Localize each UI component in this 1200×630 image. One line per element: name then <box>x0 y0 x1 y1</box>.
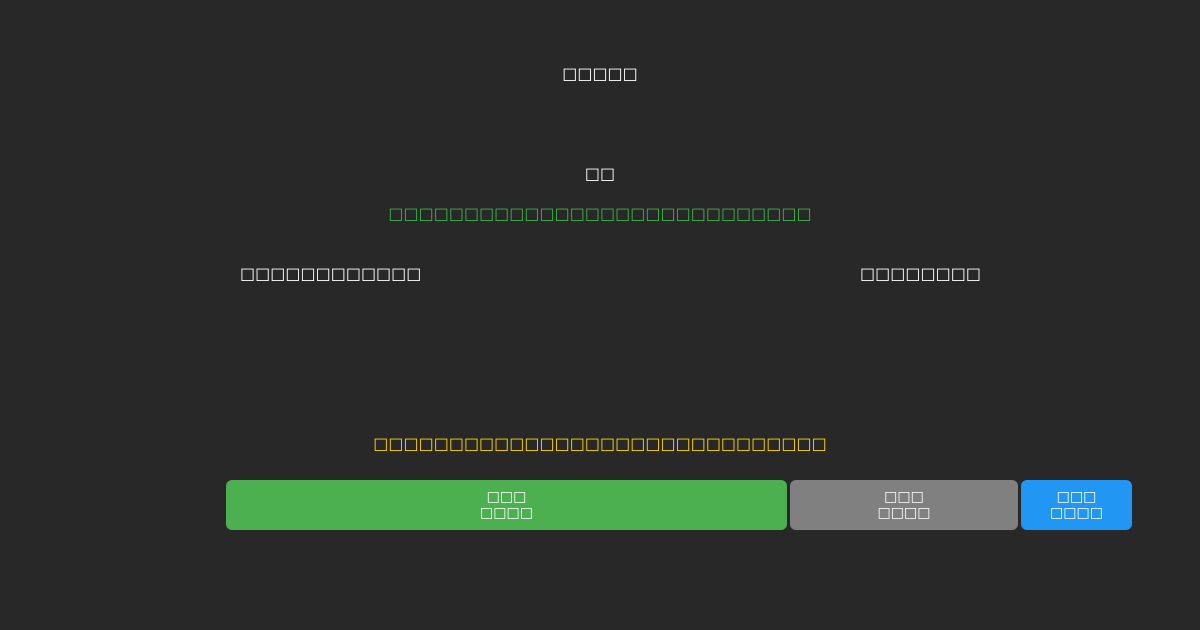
action-button-row: □□□ □□□□ □□□ □□□□ □□□ □□□□ <box>0 480 1200 530</box>
status-message-green: □□□□□□□□□□□□□□□□□□□□□□□□□□□□ <box>388 204 812 223</box>
primary-button-label-line1: □□□ <box>486 489 527 505</box>
tertiary-button-label-line2: □□□□ <box>1050 505 1103 521</box>
primary-action-button[interactable]: □□□ □□□□ <box>226 480 787 530</box>
secondary-button-label-line2: □□□□ <box>877 505 931 521</box>
page-title: □□□□□ <box>562 64 638 83</box>
secondary-button-label-line1: □□□ <box>884 489 924 505</box>
right-section-label: □□□□□□□□ <box>860 264 981 283</box>
page-subtitle: □□ <box>584 164 616 183</box>
primary-button-label-line2: □□□□ <box>480 505 533 521</box>
secondary-action-button[interactable]: □□□ □□□□ <box>790 480 1018 530</box>
warning-message-yellow: □□□□□□□□□□□□□□□□□□□□□□□□□□□□□□ <box>373 434 827 453</box>
tertiary-button-label-line1: □□□ <box>1056 489 1097 505</box>
left-section-label: □□□□□□□□□□□□ <box>240 264 422 283</box>
tertiary-action-button[interactable]: □□□ □□□□ <box>1021 480 1132 530</box>
